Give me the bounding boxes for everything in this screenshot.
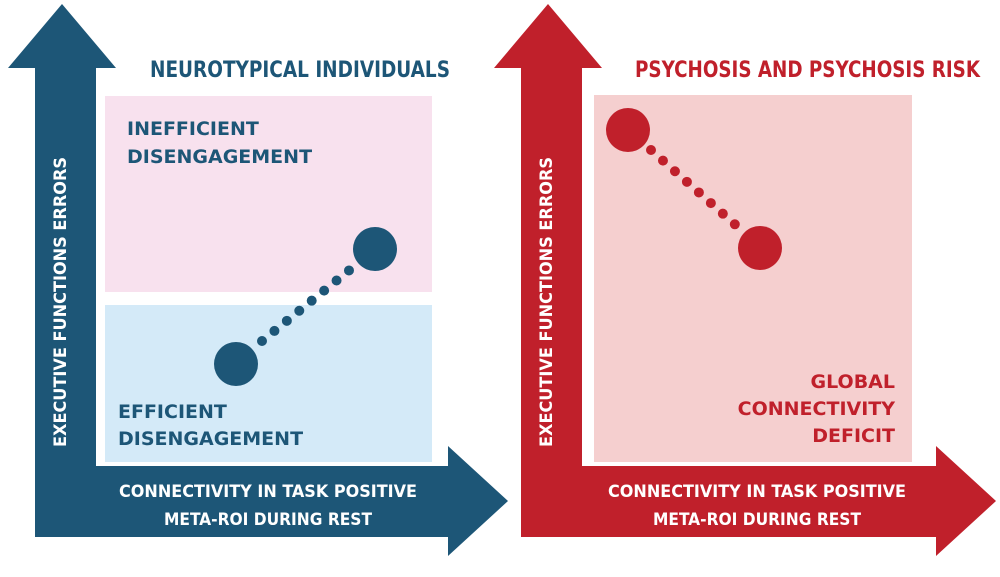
zone-label-global-line2: CONNECTIVITY — [738, 398, 896, 420]
zone-label-global-line1: GLOBAL — [811, 371, 895, 393]
zone-efficient — [105, 305, 432, 462]
y-axis-label-right: EXECUTIVE FUNCTIONS ERRORS — [537, 157, 557, 447]
point-low-connectivity-high — [738, 226, 782, 270]
zone-label-efficient-line1: EFFICIENT — [118, 401, 227, 423]
zone-label-inefficient-line2: DISENGAGEMENT — [127, 146, 312, 168]
zone-global-deficit — [594, 95, 912, 462]
axes-arrow-left — [8, 4, 508, 556]
zone-label-inefficient-line1: INEFFICIENT — [127, 118, 259, 140]
panel-psychosis: PSYCHOSIS AND PSYCHOSIS RISK GLOBAL CONN… — [494, 4, 996, 556]
zone-label-efficient-line2: DISENGAGEMENT — [118, 428, 303, 450]
point-high — [353, 227, 397, 271]
x-axis-label-right-line2: META-ROI DURING REST — [653, 510, 862, 530]
point-high-connectivity-low — [606, 108, 650, 152]
zone-label-global-line3: DEFICIT — [812, 425, 895, 447]
y-axis-label-left: EXECUTIVE FUNCTIONS ERRORS — [51, 157, 71, 447]
trend-dots-left — [257, 263, 357, 346]
panel-neurotypical: NEUROTYPICAL INDIVIDUALS INEFFICIENT DIS… — [8, 4, 508, 556]
axes-arrow-right — [494, 4, 996, 556]
panel-title-psychosis: PSYCHOSIS AND PSYCHOSIS RISK — [635, 58, 981, 83]
x-axis-label-right-line1: CONNECTIVITY IN TASK POSITIVE — [608, 482, 906, 502]
x-axis-label-left-line1: CONNECTIVITY IN TASK POSITIVE — [119, 482, 417, 502]
panel-title-neurotypical: NEUROTYPICAL INDIVIDUALS — [150, 58, 450, 83]
point-low — [214, 342, 258, 386]
x-axis-label-left-line2: META-ROI DURING REST — [164, 510, 373, 530]
trend-dots-right — [646, 145, 744, 233]
